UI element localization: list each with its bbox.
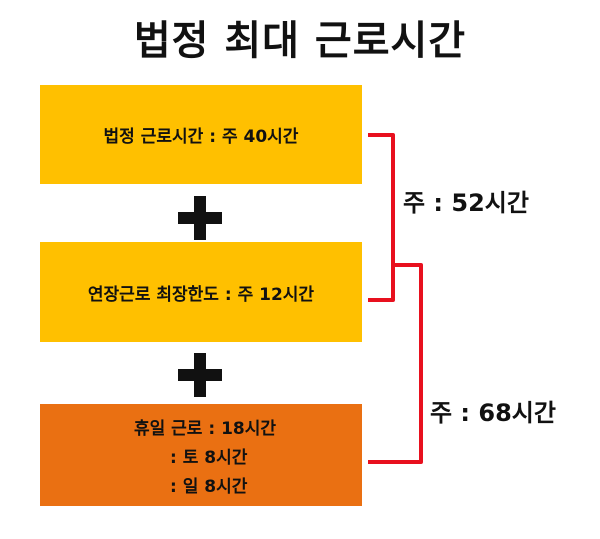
plus-icon <box>178 196 222 240</box>
diagram-title: 법정 최대 근로시간 <box>133 18 467 64</box>
box-holiday-sunday: : 일 8시간 <box>170 476 248 497</box>
plus-icon <box>178 353 222 397</box>
total-68-hours: 주 : 68시간 <box>430 399 556 427</box>
box-legal-hours-label: 법정 근로시간 : 주 40시간 <box>103 127 299 147</box>
box-overtime-limit: 연장근로 최장한도 : 주 12시간 <box>40 242 362 342</box>
bracket-52-hours <box>368 133 395 302</box>
box-holiday-work-label: 휴일 근로 : 18시간 <box>133 418 277 439</box>
bracket-68-hours <box>368 263 423 464</box>
box-legal-hours: 법정 근로시간 : 주 40시간 <box>40 85 362 184</box>
box-overtime-limit-label: 연장근로 최장한도 : 주 12시간 <box>87 284 315 305</box>
box-holiday-saturday: : 토 8시간 <box>170 447 248 468</box>
box-holiday-work: 휴일 근로 : 18시간 : 토 8시간 : 일 8시간 <box>40 404 362 506</box>
total-52-hours: 주 : 52시간 <box>403 189 529 217</box>
